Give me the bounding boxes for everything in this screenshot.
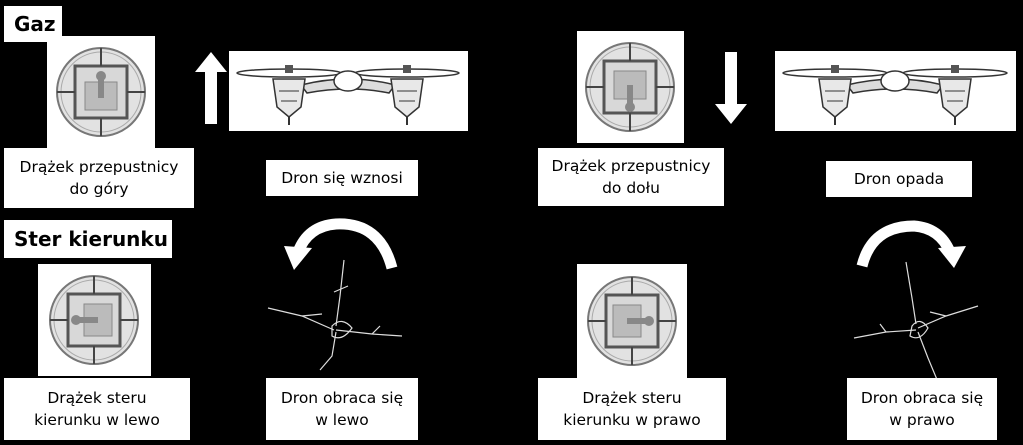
drone-descending-label: Dron opada	[826, 161, 972, 197]
throttle-up-stick-label: Drążek przepustnicy do góry	[4, 148, 194, 208]
drone-top-icon	[267, 259, 403, 371]
drone-rising-label: Dron się wznosi	[266, 160, 418, 196]
stick-down-icon	[585, 42, 675, 132]
stick-left-icon	[49, 275, 139, 365]
stick-up-icon	[56, 47, 146, 137]
throttle-up-stick-image	[47, 36, 155, 148]
drone-side-icon	[782, 65, 1008, 125]
drone-descending-image	[775, 51, 1016, 131]
drone-top-view-left-image	[262, 256, 412, 376]
drone-side-icon	[236, 65, 460, 125]
drone-rotate-left-label: Dron obraca się w lewo	[266, 378, 418, 440]
rudder-left-stick-image	[38, 264, 151, 376]
rudder-right-stick-image	[577, 264, 687, 378]
drone-top-view-right-image	[846, 258, 986, 388]
rudder-left-stick-label: Drążek steru kierunku w lewo	[4, 378, 190, 440]
stick-right-icon	[587, 276, 677, 366]
rotate-left-icon	[284, 216, 400, 272]
rudder-heading-text: Ster kierunku	[14, 227, 168, 251]
rudder-heading: Ster kierunku	[4, 220, 172, 258]
throttle-down-stick-image	[577, 31, 684, 143]
throttle-heading: Gaz	[4, 6, 62, 42]
drone-rising-image	[229, 51, 468, 131]
drone-top-icon	[853, 261, 979, 383]
throttle-heading-text: Gaz	[14, 12, 56, 36]
throttle-down-stick-label: Drążek przepustnicy do dołu	[538, 148, 724, 206]
arrow-up-icon	[195, 52, 227, 124]
rotate-right-icon	[854, 220, 966, 270]
rudder-right-stick-label: Drążek steru kierunku w prawo	[538, 378, 726, 440]
drone-rotate-right-label: Dron obraca się w prawo	[847, 378, 997, 440]
arrow-down-icon	[715, 52, 747, 124]
